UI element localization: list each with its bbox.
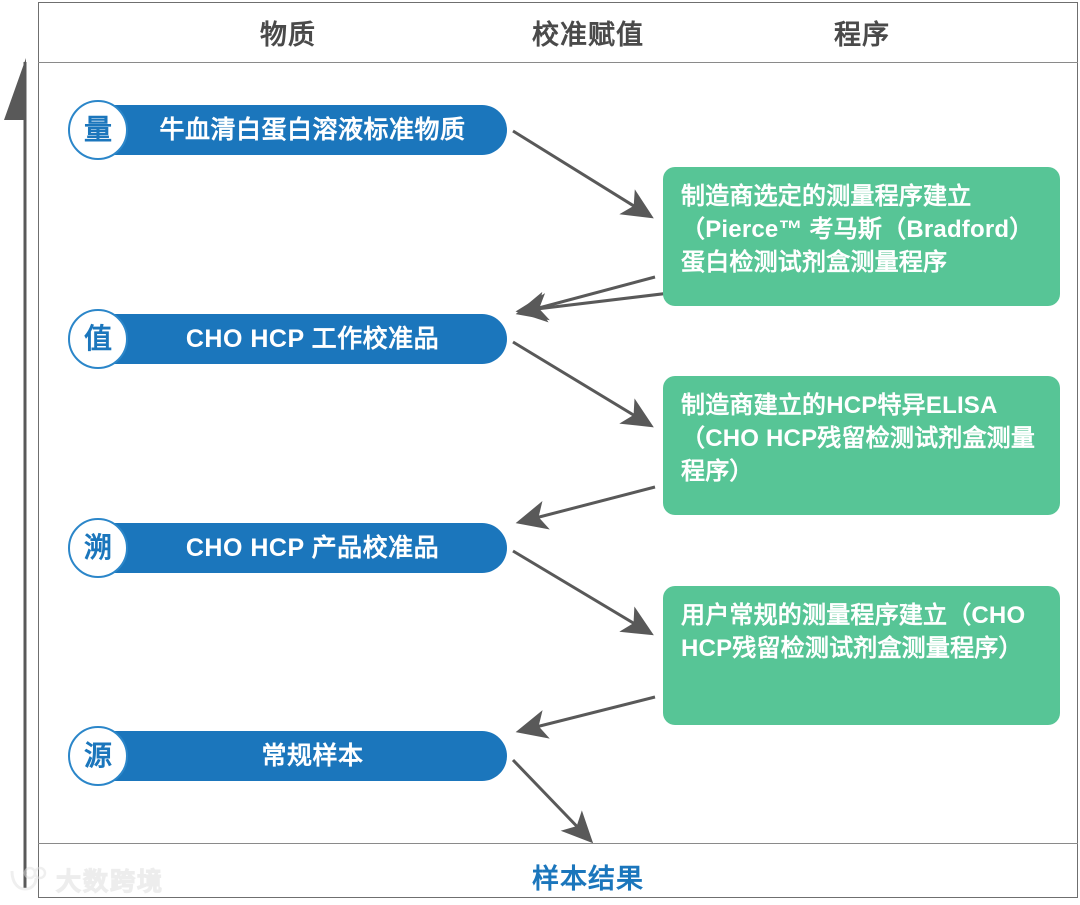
- material-capsule-1[interactable]: 量 牛血清白蛋白溶液标准物质: [68, 100, 507, 160]
- watermark-text: 大数跨境: [55, 868, 165, 897]
- diagram-frame: [38, 2, 1078, 898]
- material-capsule-3[interactable]: 溯 CHO HCP 产品校准品: [68, 518, 507, 578]
- traceability-up-arrow-icon: [4, 58, 27, 888]
- logo-icon: [10, 866, 47, 891]
- material-capsule-2[interactable]: 值 CHO HCP 工作校准品: [68, 309, 507, 369]
- footer-divider: [38, 843, 1078, 844]
- column-header-calibration-assignment: 校准赋值: [532, 20, 644, 50]
- material-label-4: 常规样本: [261, 742, 364, 770]
- sample-result-label: 样本结果: [532, 864, 644, 894]
- column-header-procedure: 程序: [834, 20, 890, 50]
- material-label-1: 牛血清白蛋白溶液标准物质: [159, 116, 466, 144]
- material-label-3: CHO HCP 产品校准品: [185, 534, 440, 562]
- procedure-box-3[interactable]: 用户常规的测量程序建立（CHO HCP残留检测试剂盒测量程序）: [663, 586, 1060, 725]
- material-badge-3: 溯: [68, 518, 128, 578]
- procedure-box-2[interactable]: 制造商建立的HCP特异ELISA（CHO HCP残留检测试剂盒测量程序）: [663, 376, 1060, 515]
- header-divider: [38, 62, 1078, 63]
- material-capsule-4[interactable]: 源 常规样本: [68, 726, 507, 786]
- material-badge-1: 量: [68, 100, 128, 160]
- material-badge-4: 源: [68, 726, 128, 786]
- material-label-2: CHO HCP 工作校准品: [185, 325, 440, 353]
- material-badge-2: 值: [68, 309, 128, 369]
- column-header-material: 物质: [260, 20, 316, 50]
- procedure-box-1[interactable]: 制造商选定的测量程序建立（Pierce™ 考马斯（Bradford）蛋白检测试剂…: [663, 167, 1060, 306]
- watermark: 大数跨境: [8, 862, 164, 898]
